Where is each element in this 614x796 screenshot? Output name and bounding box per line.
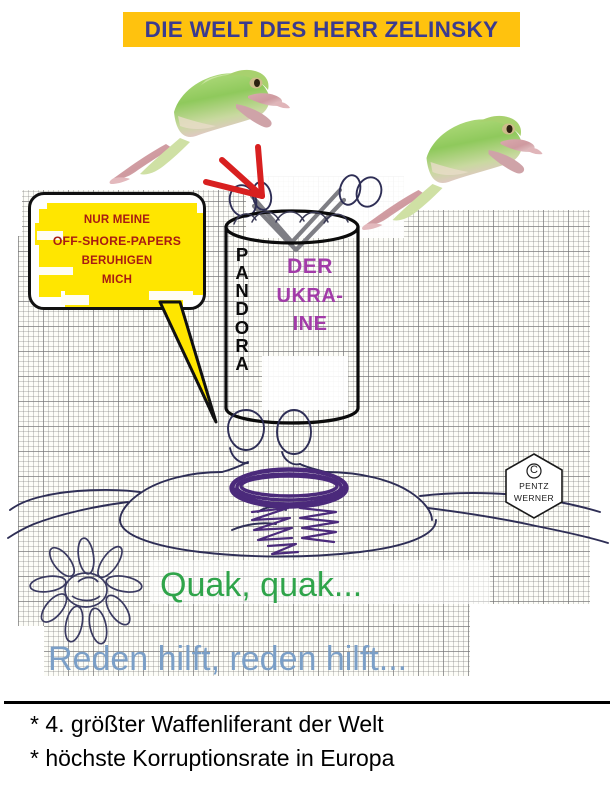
paper-edge-mask-top-left (0, 176, 22, 236)
footer-bullets: * 4. größter Waffenliferant der Welt * h… (30, 708, 590, 776)
footer-bullet-1: * 4. größter Waffenliferant der Welt (30, 711, 384, 737)
pandora-letter: D (235, 298, 249, 320)
speech-bubble-body: NUR MEINE OFF-SHORE-PAPERS BERUHIGEN MIC… (28, 192, 206, 310)
speech-line-4: MICH (101, 274, 133, 287)
paper-highlight-patch-3 (150, 560, 490, 604)
highlight-gap (39, 267, 73, 275)
frog-left (109, 69, 290, 184)
jar-label-line-1: DER (287, 255, 333, 278)
pandora-letter: N (235, 280, 249, 302)
frog-right (362, 115, 543, 230)
speech-line-1: NUR MEINE (83, 213, 151, 226)
footer-divider (4, 701, 610, 704)
highlight-stroke (35, 223, 203, 245)
poster-title-banner: DIE WELT DES HERR ZELINSKY (123, 12, 520, 47)
page-title: DIE WELT DES HERR ZELINSKY (144, 16, 499, 42)
pandora-letter: R (235, 334, 249, 356)
stamp-line-2: WERNER (513, 493, 555, 503)
speech-bubble-tail (158, 300, 218, 424)
highlight-gap (149, 291, 193, 300)
pandora-letter: A (235, 352, 249, 374)
stamp-text: PENTZ WERNER (503, 452, 565, 520)
paper-edge-mask-notch-a (18, 176, 248, 190)
caption-reden: Reden hilft, reden hilft... (48, 640, 408, 678)
pandora-letter: P (235, 244, 249, 265)
highlight-gap (61, 295, 89, 305)
speech-line-3: BERUHIGEN (81, 254, 153, 267)
speech-line-2: OFF-SHORE-PAPERS (52, 233, 182, 248)
highlight-stroke (181, 213, 203, 295)
pandora-letter: O (234, 316, 250, 338)
highlight-stroke (53, 265, 193, 291)
caption-quak: Quak, quak... (160, 566, 363, 604)
stamp-line-1: PENTZ (519, 480, 549, 491)
hexagon-icon (505, 453, 563, 519)
jar-ukraine-label: DER UKRA- INE (262, 252, 358, 339)
speech-bubble-text: NUR MEINE OFF-SHORE-PAPERS BERUHIGEN MIC… (31, 195, 203, 307)
paper-edge-mask-notch-d (470, 604, 590, 676)
jar-label-line-2: UKRA- (276, 284, 344, 307)
artist-stamp: C PENTZ WERNER (503, 452, 565, 520)
pandora-vertical-label: P A N D O R A (230, 244, 254, 374)
pandora-jar-labels: P A N D O R A DER UKRA- INE (224, 222, 360, 414)
pandora-letter: A (235, 262, 249, 284)
footer-bullet-2: * höchste Korruptionsrate in Europa (30, 744, 395, 771)
copyright-icon: C (530, 464, 538, 476)
highlight-stroke (47, 203, 197, 226)
highlight-gap (37, 231, 63, 240)
paper-highlight-patch-2 (262, 356, 348, 410)
paper-edge-mask-right (590, 176, 614, 676)
speech-bubble: NUR MEINE OFF-SHORE-PAPERS BERUHIGEN MIC… (28, 192, 206, 310)
highlight-stroke (41, 243, 203, 267)
jar-label-line-3: INE (292, 313, 328, 336)
paper-edge-mask-notch-c (18, 626, 44, 676)
